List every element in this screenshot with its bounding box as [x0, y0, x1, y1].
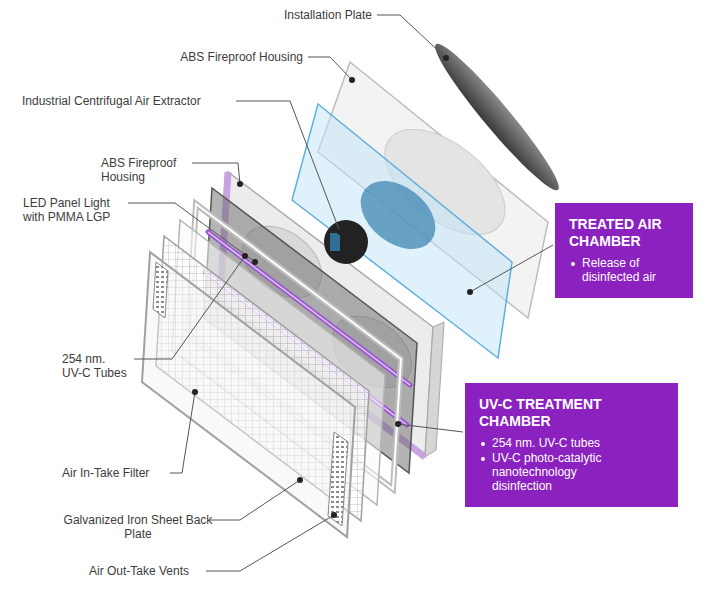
outtake-vents	[153, 262, 168, 318]
callout-box: UV-C TREATMENT CHAMBER 254 nm. UV-C tubes…	[465, 383, 678, 507]
part-label: Air In-Take Filter	[62, 466, 149, 480]
bullet-dot	[481, 457, 485, 461]
part-label: LED Panel Light with PMMA LGP	[23, 196, 123, 224]
bullet-text: UV-C photo-catalytic nanotechnology disi…	[492, 451, 622, 493]
box-heading: TREATED AIR CHAMBER	[569, 216, 679, 250]
treated-air-chamber	[292, 104, 512, 358]
bullet-dot	[481, 442, 485, 446]
leader-dot	[192, 389, 198, 395]
leader-line	[134, 256, 245, 359]
back-plate	[142, 252, 355, 537]
bullet-row: UV-C photo-catalytic nanotechnology disi…	[479, 451, 664, 493]
leader-dot	[467, 289, 473, 295]
leader-dot	[337, 229, 343, 235]
bullet-text: 254 nm. UV-C tubes	[492, 436, 600, 450]
leader-dot	[443, 55, 449, 61]
box-heading: UV-C TREATMENT CHAMBER	[479, 396, 664, 430]
bullet-text: Release of disinfected air	[582, 256, 679, 284]
leader-dot	[349, 77, 355, 83]
leader-line	[206, 515, 334, 571]
part-label: 254 nm. UV-C Tubes	[62, 352, 128, 380]
leader-dot	[242, 253, 248, 259]
leader-line	[210, 480, 300, 520]
extractor-inlet	[330, 233, 340, 251]
part-label: Industrial Centrifugal Air Extractor	[22, 94, 201, 108]
centrifugal-extractor	[324, 220, 368, 264]
housing-side	[425, 322, 444, 457]
leader-dot	[331, 512, 337, 518]
part-label: ABS Fireproof Housing	[101, 156, 191, 184]
bullet-dot	[571, 262, 575, 266]
bullet-row: Release of disinfected air	[569, 256, 679, 284]
leader-line	[192, 163, 240, 184]
leader-dot	[395, 421, 401, 427]
outtake-vents	[328, 432, 348, 526]
callout-box: TREATED AIR CHAMBER Release of disinfecte…	[555, 203, 693, 298]
leader-line	[170, 392, 195, 473]
part-label: Air Out-Take Vents	[89, 564, 189, 578]
leader-dot	[297, 477, 303, 483]
part-label: Installation Plate	[284, 8, 372, 22]
leader-line	[308, 57, 352, 80]
bullet-row: 254 nm. UV-C tubes	[479, 436, 664, 450]
part-label: ABS Fireproof Housing	[180, 50, 303, 64]
leader-line	[128, 203, 255, 262]
leader-line	[398, 424, 463, 432]
installation-plate	[426, 36, 568, 198]
leader-line	[470, 245, 553, 292]
part-label: Galvanized Iron Sheet Back Plate	[58, 513, 218, 541]
leader-line	[377, 15, 446, 58]
leader-dot	[237, 181, 243, 187]
leader-line	[236, 101, 340, 232]
leader-dot	[252, 259, 258, 265]
